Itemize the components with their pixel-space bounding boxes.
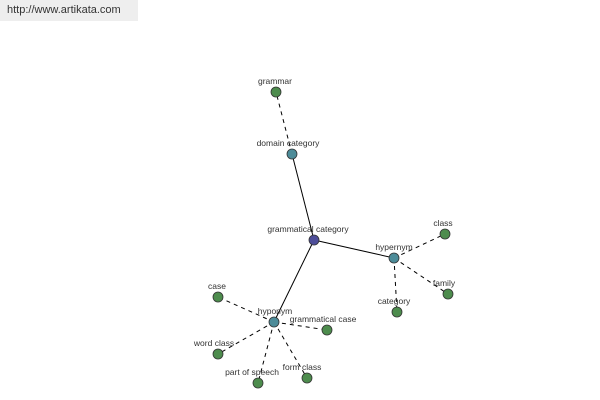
edge-hypernym-to-category	[393, 257, 398, 313]
edge-hyponym-to-word-class	[217, 321, 275, 355]
node-dot-category[interactable]	[391, 306, 403, 318]
node-grammar[interactable]: grammar	[258, 76, 292, 98]
edge-hyponym-to-grammatical-case	[273, 321, 328, 331]
node-dot-center[interactable]	[308, 234, 320, 246]
node-class[interactable]: class	[433, 218, 453, 240]
node-dot-grammar[interactable]	[270, 86, 282, 98]
edge-center-to-hypernym	[313, 239, 395, 259]
node-hyponym[interactable]: hyponym	[258, 306, 293, 328]
node-dot-hyponym[interactable]	[268, 316, 280, 328]
node-center[interactable]: grammatical category	[267, 224, 349, 246]
edge-hyponym-to-part-of-speech	[257, 321, 275, 384]
node-dot-word-class[interactable]	[212, 348, 224, 360]
node-label-grammatical-case[interactable]: grammatical case	[290, 314, 357, 324]
edge-center-to-hyponym	[273, 239, 315, 323]
node-label-part-of-speech[interactable]: part of speech	[225, 367, 279, 377]
node-label-center[interactable]: grammatical category	[267, 224, 349, 234]
node-label-hypernym[interactable]: hypernym	[375, 242, 412, 252]
node-dot-form-class[interactable]	[301, 372, 313, 384]
node-label-grammar[interactable]: grammar	[258, 76, 292, 86]
node-dot-grammatical-case[interactable]	[321, 324, 333, 336]
edge-hyponym-to-form-class	[273, 321, 308, 379]
edge-center-to-domain-category	[291, 153, 315, 241]
node-dot-hypernym[interactable]	[388, 252, 400, 264]
node-label-family[interactable]: family	[433, 278, 456, 288]
nodes-layer: grammatical category domain category hyper…	[193, 76, 456, 389]
node-label-form-class[interactable]: form class	[283, 362, 322, 372]
node-label-word-class[interactable]: word class	[193, 338, 234, 348]
node-dot-part-of-speech[interactable]	[252, 377, 264, 389]
node-label-class[interactable]: class	[433, 218, 452, 228]
node-label-domain-category[interactable]: domain category	[257, 138, 321, 148]
node-label-hyponym[interactable]: hyponym	[258, 306, 293, 316]
node-dot-case[interactable]	[212, 291, 224, 303]
edges-layer	[217, 91, 449, 384]
edge-hyponym-to-case	[217, 296, 275, 323]
node-dot-family[interactable]	[442, 288, 454, 300]
node-label-category[interactable]: category	[378, 296, 411, 306]
node-dot-domain-category[interactable]	[286, 148, 298, 160]
site-url-banner[interactable]: http://www.artikata.com	[0, 0, 138, 21]
node-form-class[interactable]: form class	[283, 362, 322, 384]
node-category[interactable]: category	[378, 296, 411, 318]
node-case[interactable]: case	[208, 281, 226, 303]
node-family[interactable]: family	[433, 278, 456, 300]
edge-hypernym-to-class	[393, 233, 446, 259]
node-word-class[interactable]: word class	[193, 338, 234, 360]
node-domain-category[interactable]: domain category	[257, 138, 321, 160]
node-part-of-speech[interactable]: part of speech	[225, 367, 279, 389]
node-dot-class[interactable]	[439, 228, 451, 240]
edge-domain-category-to-grammar	[275, 91, 293, 155]
edge-hypernym-to-family	[393, 257, 449, 295]
node-hypernym[interactable]: hypernym	[375, 242, 413, 264]
node-grammatical-case[interactable]: grammatical case	[290, 314, 357, 336]
node-label-case[interactable]: case	[208, 281, 226, 291]
